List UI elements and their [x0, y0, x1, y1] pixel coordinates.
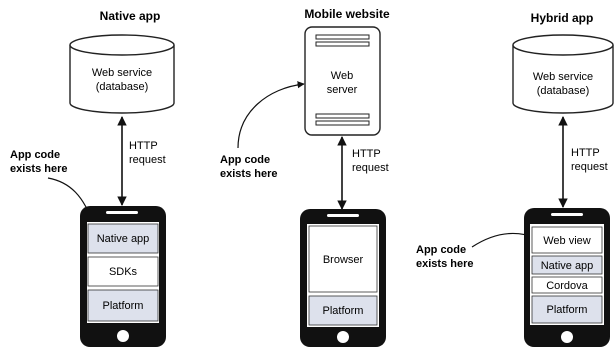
mobile-web-annotation-arrow: [237, 81, 305, 149]
mobile-web-annotation-1: App code: [220, 154, 270, 166]
native-annotation-1: App code: [10, 149, 60, 161]
native-http-label-2: request: [129, 154, 166, 166]
mobile-web-backend-label-1: Web: [331, 70, 353, 82]
hybrid-http-label-2: request: [571, 161, 608, 173]
phone-home-button: [337, 331, 349, 343]
mobile-web-annotation-2: exists here: [220, 168, 277, 180]
hybrid-annotation-2: exists here: [416, 258, 473, 270]
phone-speaker: [551, 213, 583, 216]
hybrid-layer-label-1: Web view: [543, 235, 591, 247]
native-layer-3: [87, 289, 159, 322]
mobile-web-phone: [300, 209, 386, 347]
mobile-web-layer-label-2: Platform: [323, 305, 364, 317]
mobile-web-layer-2: [308, 295, 378, 326]
hybrid-phone: [524, 208, 610, 347]
native-layer-1: [87, 223, 159, 254]
hybrid-backend-label-1: Web service: [533, 71, 593, 83]
mobile-web-http-label-2: request: [352, 162, 389, 174]
mobile-web-layer-label-1: Browser: [323, 254, 364, 266]
hybrid-layer-label-4: Platform: [547, 304, 588, 316]
native-database-icon: [69, 34, 175, 114]
native-title: Native app: [100, 9, 161, 23]
mobile-web-title: Mobile website: [304, 7, 390, 21]
native-layer-label-2: SDKs: [109, 266, 138, 278]
hybrid-layer-1: [531, 226, 603, 254]
hybrid-http-label-1: HTTP: [571, 147, 600, 159]
hybrid-layer-4: [531, 295, 603, 324]
hybrid-backend-label-2: (database): [537, 85, 590, 97]
hybrid-layer-label-2: Native app: [541, 260, 594, 272]
native-annotation-2: exists here: [10, 163, 67, 175]
phone-speaker: [327, 214, 359, 217]
hybrid-layer-label-3: Cordova: [546, 280, 588, 292]
native-backend-label-1: Web service: [92, 67, 152, 79]
native-layer-2: [87, 256, 159, 287]
native-http-label-1: HTTP: [129, 140, 158, 152]
hybrid-database-icon: [512, 34, 614, 114]
phone-speaker: [106, 211, 138, 214]
native-app-column: Native app Web service (database) HTTP r…: [10, 9, 175, 347]
phone-home-button: [561, 331, 573, 343]
native-layer-label-3: Platform: [103, 300, 144, 312]
hybrid-annotation-1: App code: [416, 244, 466, 256]
mobile-web-http-label-1: HTTP: [352, 148, 381, 160]
mobile-web-backend-label-2: server: [327, 84, 358, 96]
hybrid-title: Hybrid app: [531, 11, 594, 25]
web-server-icon: [304, 26, 381, 136]
phone-home-button: [117, 330, 129, 342]
native-phone: [80, 206, 166, 347]
native-backend-label-2: (database): [96, 81, 149, 93]
hybrid-app-column: Hybrid app Web service (database) HTTP r…: [416, 11, 614, 347]
hybrid-layer-3: [531, 276, 603, 294]
native-layer-label-1: Native app: [97, 233, 150, 245]
mobile-website-column: Mobile website Web server HTTP request A…: [220, 7, 390, 347]
hybrid-layer-2: [531, 255, 603, 275]
mobile-web-layer-1: [308, 225, 378, 293]
